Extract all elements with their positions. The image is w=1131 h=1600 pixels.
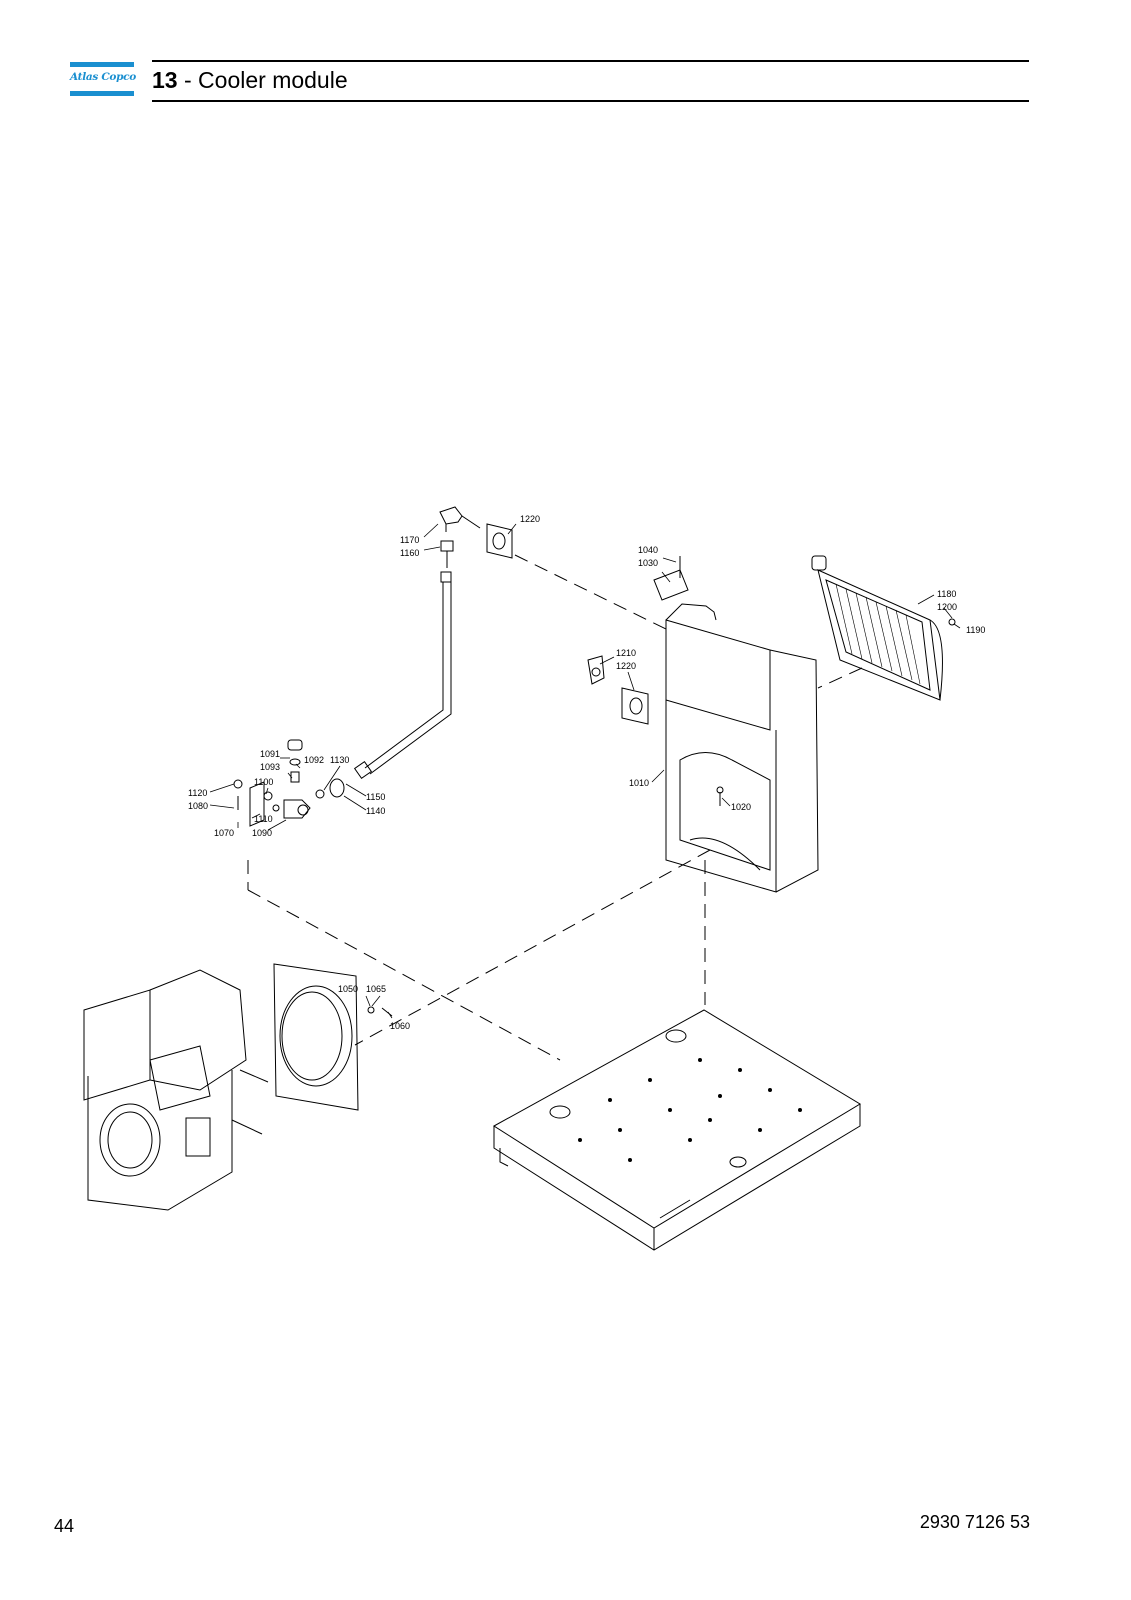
atlas-copco-logo: Atlas Copco (70, 62, 136, 96)
document-number: 2930 7126 53 (919, 1512, 1030, 1532)
callout-1065: 1065 (366, 984, 386, 994)
assembly-guide-lines (247, 554, 863, 1061)
fitting-assembly-left (233, 739, 345, 827)
callout-1030: 1030 (638, 558, 658, 568)
callout-1060: 1060 (390, 1021, 410, 1031)
callout-1070: 1070 (214, 828, 234, 838)
logo-top-bar (70, 62, 134, 67)
elbow-fitting-1170 (439, 506, 481, 532)
header-bottom-rule (152, 100, 1029, 102)
callout-1140: 1140 (366, 806, 385, 816)
callout-1180: 1180 (937, 589, 956, 599)
callout-1091: 1091 (260, 749, 280, 759)
logo-wordmark: Atlas Copco (70, 71, 136, 83)
callout-1020: 1020 (731, 802, 751, 812)
callout-1120: 1120 (188, 788, 207, 798)
section-separator: - (177, 67, 199, 93)
pipe (353, 571, 452, 780)
callout-labels: 1220 1170 1160 1040 1030 1180 1200 1190 … (188, 514, 985, 1031)
callout-1130: 1130 (330, 755, 349, 765)
page-number: 44 (54, 1516, 75, 1536)
engine-assembly (83, 969, 269, 1211)
nut-1160 (440, 540, 454, 568)
callout-1190: 1190 (966, 625, 985, 635)
callout-1080: 1080 (188, 801, 208, 811)
logo-bottom-bar (70, 91, 134, 96)
callout-1093: 1093 (260, 762, 280, 772)
callout-1040: 1040 (638, 545, 658, 555)
callout-1100: 1100 (254, 777, 273, 787)
callout-1220-top: 1220 (520, 514, 540, 524)
page-title: 13 - Cooler module (152, 65, 348, 95)
callout-1150: 1150 (366, 792, 385, 802)
leader-lines (209, 523, 961, 1019)
bracket-1030 (653, 556, 689, 601)
callout-1110: 1110 (254, 814, 273, 824)
cooler-housing-1010 (665, 603, 819, 893)
gasket-1220-side (621, 687, 649, 725)
callout-1200: 1200 (937, 602, 957, 612)
callout-1220-side: 1220 (616, 661, 636, 671)
fan-shroud-1050 (273, 963, 393, 1111)
section-number: 13 (152, 67, 178, 93)
gasket-1220-top (486, 523, 513, 559)
section-title: Cooler module (198, 67, 348, 93)
callout-1090: 1090 (252, 828, 272, 838)
callout-1160: 1160 (400, 548, 419, 558)
callout-1210: 1210 (616, 648, 636, 658)
callout-1092: 1092 (304, 755, 324, 765)
callout-1010: 1010 (629, 778, 649, 788)
callout-1050: 1050 (338, 984, 358, 994)
radiator-1180 (811, 555, 956, 701)
header-top-rule (152, 60, 1029, 62)
fitting-1210 (587, 655, 605, 685)
base-frame (493, 1009, 861, 1251)
callout-1170: 1170 (400, 535, 419, 545)
